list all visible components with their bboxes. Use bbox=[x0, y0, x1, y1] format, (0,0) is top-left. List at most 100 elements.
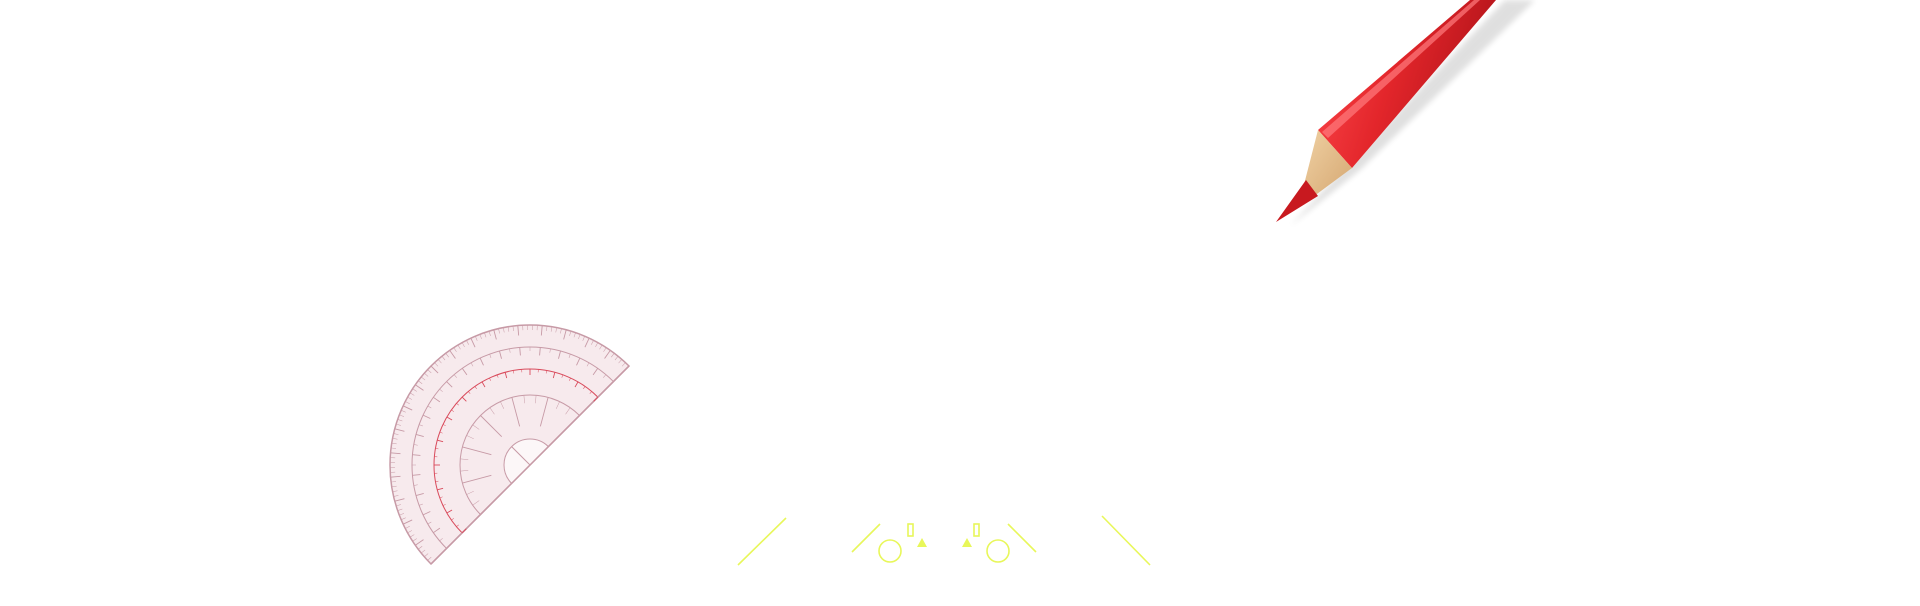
protractor-tick bbox=[390, 462, 396, 463]
protractor-tick bbox=[415, 434, 424, 437]
protractor-tick bbox=[437, 487, 444, 491]
protractor-tick bbox=[539, 397, 549, 427]
protractor-tick bbox=[415, 539, 424, 546]
protractor-tick bbox=[391, 485, 397, 488]
protractor-tick bbox=[461, 342, 465, 348]
protractor-tick bbox=[539, 347, 541, 356]
protractor-tick bbox=[405, 401, 410, 404]
protractor-tick bbox=[574, 381, 579, 388]
protractor-tick bbox=[390, 457, 396, 459]
protractor-tick bbox=[519, 347, 521, 356]
protractor-tick bbox=[472, 500, 480, 506]
protractor-tick bbox=[402, 519, 413, 525]
protractor-tick bbox=[434, 464, 440, 466]
protractor-tick bbox=[611, 353, 615, 358]
protractor-tick bbox=[412, 538, 417, 542]
protractor-tick bbox=[401, 517, 406, 520]
protractor-tick bbox=[563, 329, 567, 340]
protractor-tick bbox=[418, 546, 423, 550]
ornament-triangle-right bbox=[962, 538, 972, 547]
protractor-tick bbox=[402, 405, 413, 411]
ornament-rect-right bbox=[973, 523, 980, 537]
protractor-tick bbox=[603, 374, 607, 378]
ornament-circle-right bbox=[986, 539, 1010, 563]
protractor-tick bbox=[532, 325, 533, 331]
protractor-tick bbox=[480, 415, 503, 438]
protractor-tick bbox=[479, 357, 484, 366]
protractor-tick bbox=[499, 350, 502, 359]
protractor-tick bbox=[451, 409, 454, 412]
protractor-tick bbox=[393, 433, 399, 435]
protractor-tick bbox=[439, 431, 443, 434]
protractor-tick bbox=[411, 464, 417, 466]
protractor-tick bbox=[503, 327, 505, 333]
protractor-tick bbox=[407, 396, 413, 400]
protractor-tick bbox=[442, 424, 446, 426]
protractor-tick bbox=[555, 401, 560, 409]
protractor-tick bbox=[441, 356, 446, 361]
protractor-tick bbox=[442, 504, 446, 506]
protractor-tick bbox=[445, 353, 449, 358]
protractor-tick bbox=[513, 370, 515, 374]
protractor-tick bbox=[393, 495, 399, 497]
protractor-tick bbox=[391, 442, 397, 445]
protractor-tick bbox=[461, 368, 468, 376]
protractor-tick bbox=[536, 325, 538, 331]
protractor-tick bbox=[557, 415, 580, 438]
ornament-line-left-outer bbox=[737, 517, 787, 566]
protractor-tick bbox=[421, 549, 426, 554]
protractor-tick bbox=[540, 325, 543, 336]
protractor-tick bbox=[446, 381, 453, 388]
protractor-tick bbox=[407, 530, 413, 534]
protractor-tick bbox=[589, 391, 592, 394]
protractor-tick bbox=[586, 362, 590, 367]
protractor-tick bbox=[434, 456, 438, 458]
protractor-tick bbox=[439, 538, 443, 542]
protractor-tick bbox=[390, 467, 396, 468]
protractor-tick bbox=[578, 334, 581, 340]
protractor-tick bbox=[422, 414, 431, 419]
protractor-tick bbox=[489, 377, 491, 381]
protractor-tick bbox=[558, 350, 561, 359]
protractor-tick bbox=[401, 410, 406, 413]
protractor-tick bbox=[493, 329, 497, 340]
protractor-tick bbox=[419, 503, 423, 506]
protractor-tick bbox=[461, 396, 467, 402]
protractor-tick bbox=[391, 481, 397, 483]
protractor-tick bbox=[427, 556, 432, 561]
protractor-tick bbox=[584, 337, 590, 348]
protractor-tick bbox=[582, 336, 585, 341]
protractor-tick bbox=[591, 340, 594, 345]
protractor-tick bbox=[390, 471, 396, 473]
protractor-tick bbox=[390, 452, 401, 455]
protractor-tick bbox=[412, 474, 421, 476]
protractor-tick bbox=[415, 384, 424, 391]
protractor-tick bbox=[437, 359, 442, 364]
protractor-tick bbox=[522, 325, 524, 331]
protractor-tick bbox=[433, 396, 441, 403]
protractor-tick bbox=[592, 368, 599, 376]
protractor-tick bbox=[484, 332, 487, 338]
protractor-tick bbox=[569, 331, 572, 336]
protractor-tick bbox=[472, 424, 480, 430]
protractor-tick bbox=[475, 336, 478, 341]
protractor-tick bbox=[433, 527, 441, 534]
protractor-tick bbox=[466, 340, 469, 345]
protractor-tick bbox=[421, 376, 426, 381]
ornament-line-right-outer bbox=[1101, 515, 1151, 566]
protractor-tick bbox=[391, 447, 397, 449]
protractor-tick bbox=[603, 347, 607, 352]
protractor-tick bbox=[405, 526, 410, 529]
protractor-tick bbox=[523, 395, 525, 404]
protractor-tick bbox=[415, 493, 424, 496]
protractor-tick bbox=[409, 392, 415, 396]
protractor-tick bbox=[576, 357, 581, 366]
protractor-tick bbox=[435, 480, 439, 482]
protractor-tick bbox=[607, 381, 614, 388]
protractor-tick bbox=[509, 348, 511, 353]
protractor-tick bbox=[488, 331, 491, 336]
protractor-tick bbox=[549, 348, 551, 353]
protractor-tick bbox=[427, 369, 432, 374]
protractor-center-mark bbox=[511, 446, 531, 466]
pencil-shadow bbox=[1290, 0, 1535, 226]
